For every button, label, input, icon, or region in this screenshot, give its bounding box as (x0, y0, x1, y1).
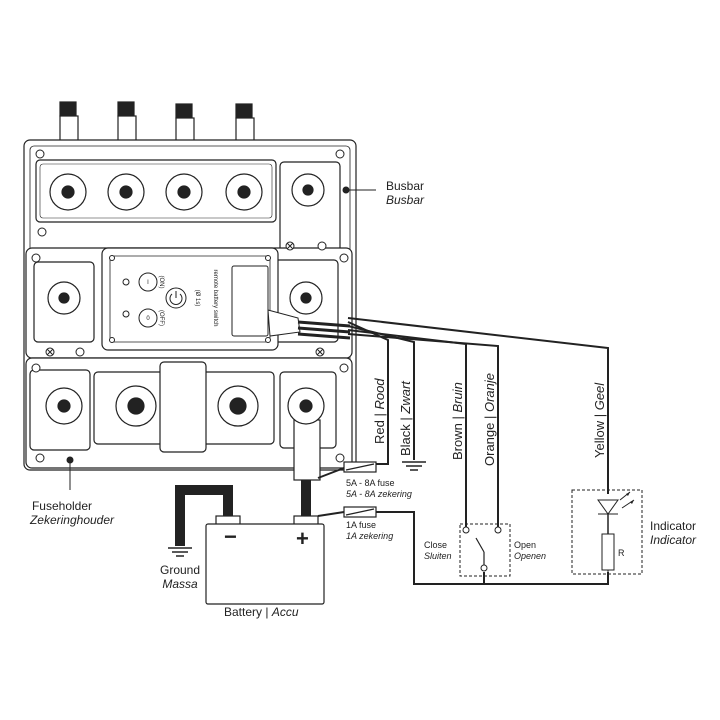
button-on-label: I (147, 280, 149, 286)
red-wire (347, 321, 389, 452)
brown-wire-label-nl: Bruin (450, 382, 465, 412)
indicator (571, 489, 643, 576)
screw-marks (45, 241, 325, 357)
black-wire (347, 325, 415, 460)
fuse5-label: 5A - 8A fuse (346, 478, 395, 488)
open-label-nl: Openen (514, 551, 546, 561)
fuse-symbols (343, 461, 377, 518)
yellow-wire-label-nl: Geel (592, 382, 607, 411)
orange-wire-label: Orange | Oranje (482, 373, 497, 466)
ground-cable (175, 485, 233, 546)
mounting-holes (31, 149, 349, 463)
close-label: Close (424, 540, 447, 550)
battery-label: Battery | Accu (224, 605, 299, 619)
battery (205, 515, 325, 605)
orange-wire-label-nl: Oranje (482, 373, 497, 412)
remote-switch (459, 523, 511, 577)
fuseholder-label: Fuseholder (32, 499, 92, 513)
close-label-nl: Sluiten (424, 551, 452, 561)
button-on-sub: (ON) (158, 276, 164, 289)
black-wire-label-nl: Zwart (398, 380, 413, 415)
resistor-label: R (618, 548, 625, 558)
black-wire-label-en: Black | (398, 414, 413, 456)
fuse1-label: 1A fuse (346, 520, 376, 530)
battery-label-en: Battery | (224, 605, 272, 619)
orange-wire (347, 333, 499, 528)
battery-minus: − (224, 524, 237, 549)
orange-wire-label-en: Orange | (482, 412, 497, 466)
battery-plus: + (296, 526, 309, 551)
button-off-sub: (OFF) (158, 310, 164, 326)
button-off-label: 0 (146, 316, 150, 322)
busbar-label: Busbar (386, 179, 424, 193)
ground-label: Ground (160, 563, 200, 577)
black-wire-label: Black | Zwart (398, 380, 413, 456)
remote-switch-panel: I 0 remote battery switch (Ø 1s) (ON) (O… (101, 247, 351, 351)
fuseholder-label-nl: Zekeringhouder (29, 513, 115, 527)
fuse1-line (317, 511, 609, 585)
power-sub-label: (Ø 1s) (194, 290, 200, 307)
fuse5-label-nl: 5A - 8A zekering (346, 489, 412, 499)
red-wire-label-nl: Rood (372, 378, 387, 410)
fuse1-label-nl: 1A zekering (346, 531, 393, 541)
wires (175, 317, 609, 585)
yellow-wire-label: Yellow | Geel (592, 382, 607, 458)
red-wire-label-en: Red | (372, 410, 387, 444)
yellow-wire-label-en: Yellow | (592, 410, 607, 458)
callouts (66, 186, 376, 490)
switch-panel-title: remote battery switch (212, 269, 218, 326)
red-wire-label: Red | Rood (372, 378, 387, 444)
busbar-label-nl: Busbar (386, 193, 425, 207)
ground-symbols (168, 461, 426, 557)
open-label: Open (514, 540, 536, 550)
yellow-wire (347, 317, 609, 494)
terminal-nuts (45, 173, 325, 427)
fuse5-line (317, 452, 389, 479)
battery-label-nl: Accu (271, 605, 299, 619)
brown-wire-label-en: Brown | (450, 413, 465, 460)
indicator-label: Indicator (650, 519, 696, 533)
indicator-label-nl: Indicator (650, 533, 697, 547)
ground-label-nl: Massa (162, 577, 198, 591)
brown-wire-label: Brown | Bruin (450, 382, 465, 460)
